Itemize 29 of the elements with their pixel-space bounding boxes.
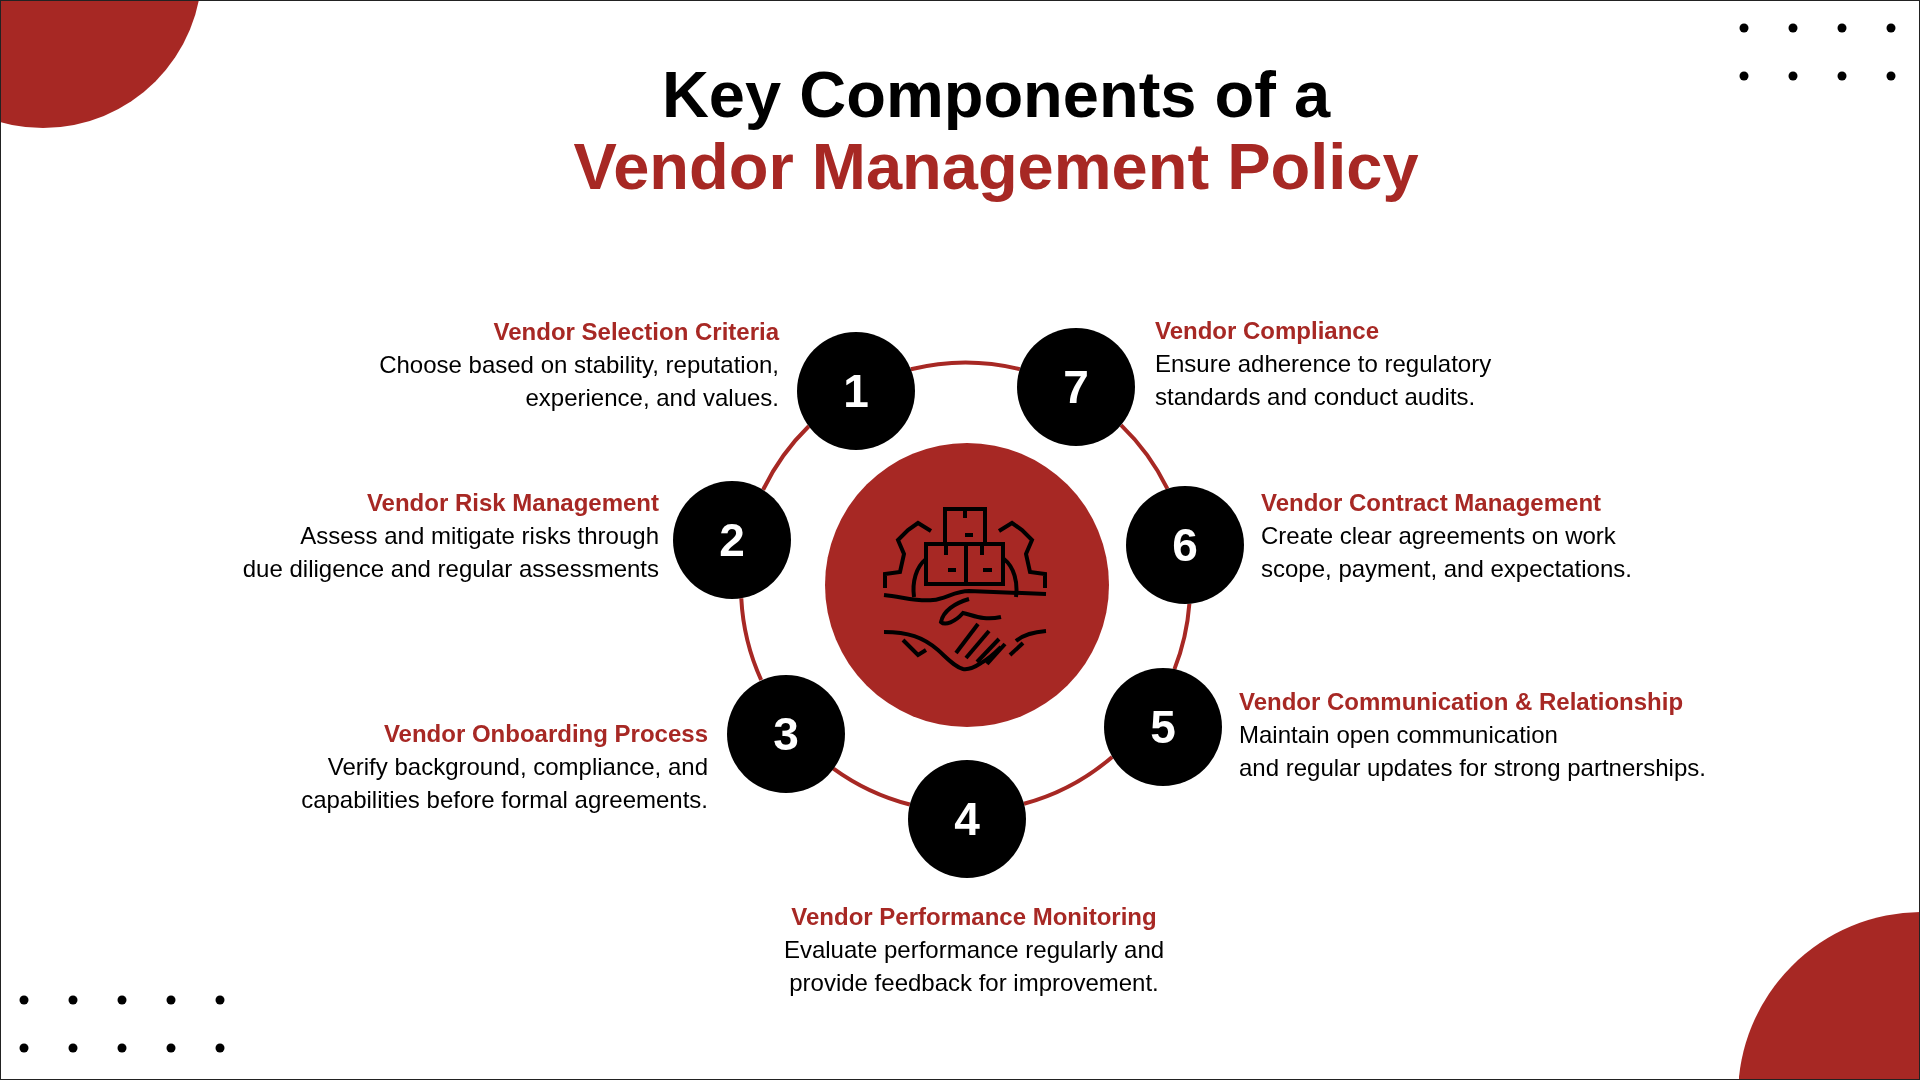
step-title: Vendor Selection Criteria [493,317,779,347]
step-description: Assess and mitigate risks through due diligence and regular assessments [242,521,659,584]
step-number: 3 [773,710,799,757]
step-title: Vendor Risk Management [366,488,659,518]
step-number: 7 [1063,364,1089,410]
step-description: Evaluate performance regularly and provide feedback for improvement. [783,935,1165,998]
step-number: 1 [843,368,869,414]
step-description: Verify background, compliance, and capabilities before formal agreements. [301,752,708,815]
ring-arc [761,424,811,491]
step-number: 5 [1150,704,1176,750]
step-description: Ensure adherence to regulatory standards and conduct audits. [1155,349,1492,412]
step-title: Vendor Compliance [1155,316,1380,346]
step-number: 2 [719,517,745,563]
ring-arc [832,766,911,807]
step-number: 6 [1172,522,1198,568]
step-description: Choose based on stability, reputation, experience, and values. [379,350,779,413]
ring-arc [1023,755,1114,806]
ring-arc [910,360,1021,372]
title: Key Components of a Vendor Management Policy [573,59,1419,203]
step-title: Vendor Communication & Relationship [1239,687,1684,717]
step-title: Vendor Performance Monitoring [791,902,1157,932]
ring-arc [1172,603,1192,670]
ring-arc [1119,423,1170,490]
step-description: Create clear agreements on work scope, payment, and expectations. [1261,521,1632,584]
step-title: Vendor Onboarding Process [383,719,708,749]
step-number: 4 [954,796,980,842]
ring-arc [739,598,763,681]
step-description: Maintain open communication and regular updates for strong partnerships. [1239,720,1706,783]
step-title: Vendor Contract Management [1261,488,1602,518]
